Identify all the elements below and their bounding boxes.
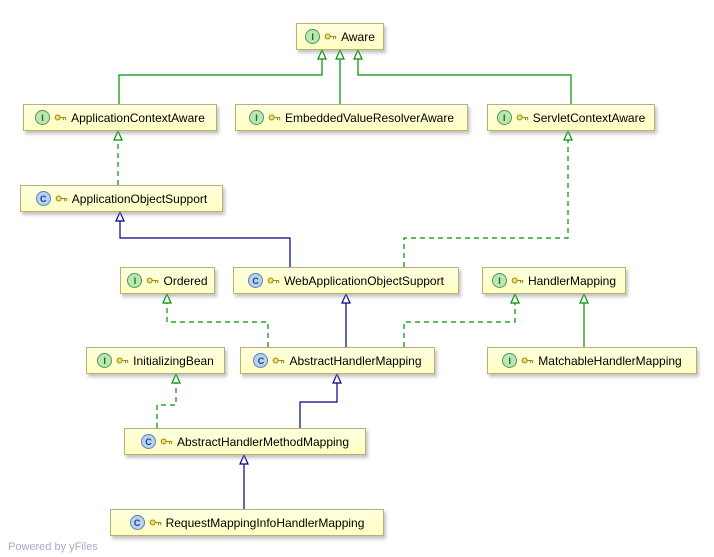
node-label: AbstractHandlerMethodMapping: [176, 434, 350, 449]
powered-by-yfiles-watermark: Powered by yFiles: [8, 541, 98, 553]
key-icon: [272, 354, 285, 367]
node-abstract-handler-method-mapping[interactable]: C AbstractHandlerMethodMapping: [124, 428, 366, 455]
edge-webapplicationobjectsupport-extends-applicationobjectsupport: [115, 210, 291, 267]
node-label: WebApplicationObjectSupport: [284, 273, 444, 288]
node-label: ApplicationContextAware: [71, 110, 205, 125]
class-icon: C: [140, 434, 156, 449]
node-abstract-handler-mapping[interactable]: C AbstractHandlerMapping: [240, 347, 435, 374]
node-label: EmbeddedValueResolverAware: [285, 110, 454, 125]
interface-icon: I: [97, 353, 113, 368]
node-embedded-value-resolver-aware[interactable]: I EmbeddedValueResolverAware: [235, 104, 468, 131]
interface-icon: I: [35, 110, 51, 125]
node-matchable-handler-mapping[interactable]: I MatchableHandlerMapping: [487, 347, 697, 374]
key-icon: [146, 274, 159, 287]
node-web-application-object-support[interactable]: C WebApplicationObjectSupport: [233, 267, 459, 294]
node-label: Aware: [341, 29, 375, 44]
edge-abstracthandlermethodmapping-implements-initializingbean: [156, 372, 181, 428]
interface-icon: I: [502, 353, 518, 368]
node-label: ServletContextAware: [532, 110, 646, 125]
node-ordered[interactable]: I Ordered: [120, 267, 215, 294]
interface-icon: I: [496, 110, 512, 125]
key-icon: [521, 354, 534, 367]
edge-abstracthandlermapping-implements-ordered: [162, 292, 269, 347]
interface-icon: I: [491, 273, 507, 288]
class-icon: C: [253, 353, 269, 368]
class-icon: C: [35, 191, 51, 206]
node-servlet-context-aware[interactable]: I ServletContextAware: [487, 104, 655, 131]
edge-webapplicationobjectsupport-implements-servletcontextaware: [403, 129, 573, 267]
edge-abstracthandlermapping-implements-handlermapping: [403, 292, 520, 347]
interface-icon: I: [127, 273, 143, 288]
interface-icon: I: [305, 29, 321, 44]
node-application-object-support[interactable]: C ApplicationObjectSupport: [20, 185, 223, 212]
node-label: RequestMappingInfoHandlerMapping: [165, 515, 365, 530]
node-label: Ordered: [163, 273, 208, 288]
node-label: HandlerMapping: [527, 273, 617, 288]
node-label: InitializingBean: [133, 353, 214, 368]
key-icon: [55, 192, 68, 205]
node-application-context-aware[interactable]: I ApplicationContextAware: [23, 104, 217, 131]
edge-applicationcontextaware-extends-aware: [118, 48, 327, 104]
key-icon: [116, 354, 129, 367]
key-icon: [324, 30, 337, 43]
node-initializing-bean[interactable]: I InitializingBean: [86, 347, 225, 374]
key-icon: [511, 274, 524, 287]
node-request-mapping-info-handler-mapping[interactable]: C RequestMappingInfoHandlerMapping: [110, 509, 384, 536]
class-icon: C: [248, 273, 264, 288]
node-aware[interactable]: I Aware: [296, 23, 384, 50]
node-label: ApplicationObjectSupport: [71, 191, 208, 206]
edge-servletcontextaware-extends-aware: [353, 48, 572, 104]
key-icon: [267, 274, 280, 287]
node-label: MatchableHandlerMapping: [538, 353, 682, 368]
class-icon: C: [129, 515, 145, 530]
key-icon: [516, 111, 529, 124]
key-icon: [149, 516, 162, 529]
interface-icon: I: [249, 110, 264, 125]
key-icon: [268, 111, 281, 124]
node-label: AbstractHandlerMapping: [289, 353, 422, 368]
edge-abstracthandlermethodmapping-extends-abstracthandlermapping: [299, 372, 342, 428]
key-icon: [54, 111, 67, 124]
key-icon: [160, 435, 173, 448]
node-handler-mapping[interactable]: I HandlerMapping: [482, 267, 626, 294]
